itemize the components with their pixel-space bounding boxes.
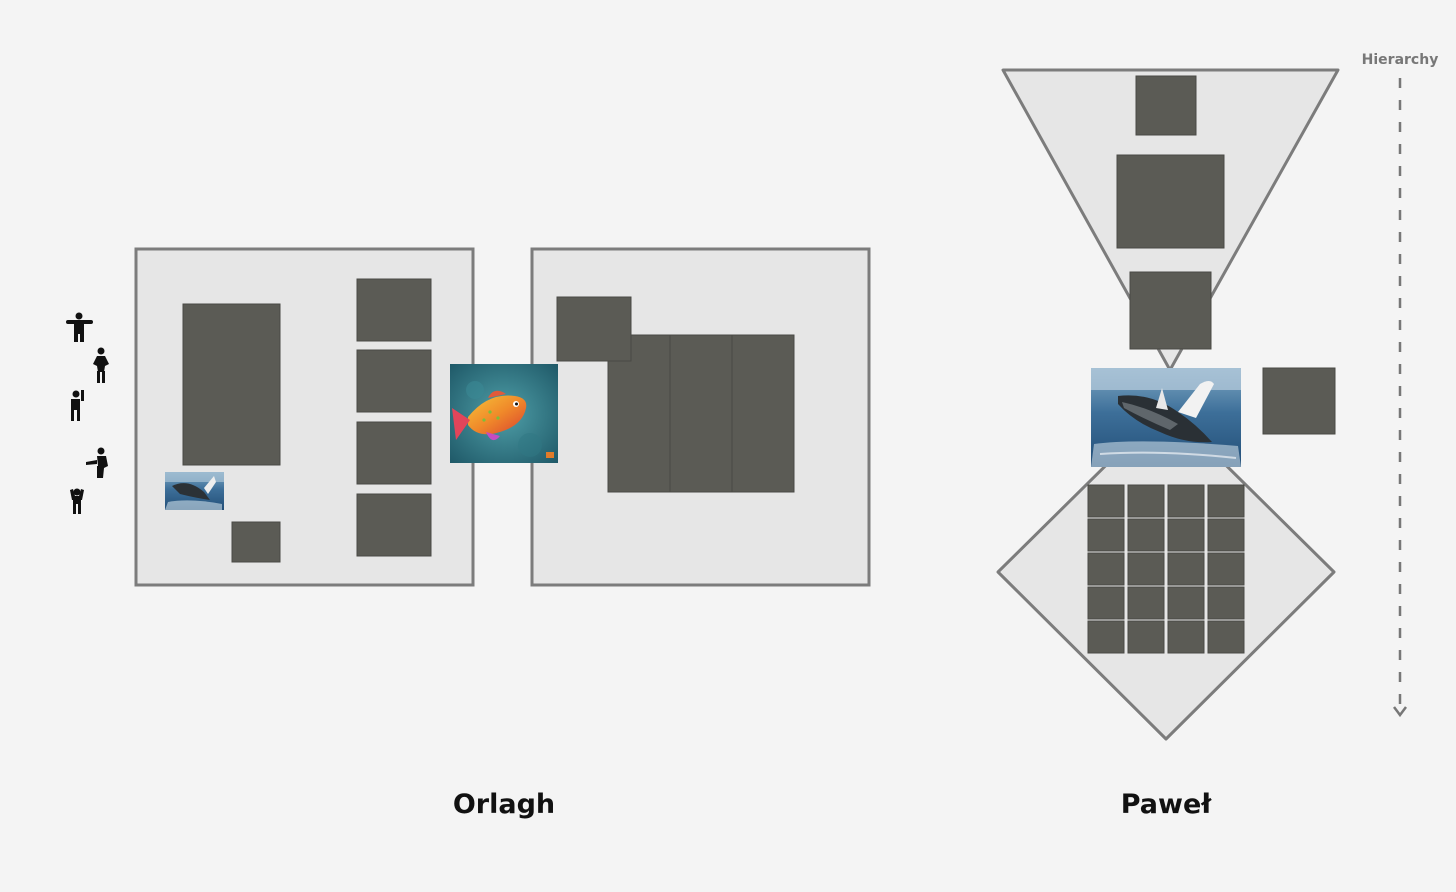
grid-thumbnail	[1127, 586, 1165, 620]
diamond-shape	[996, 404, 1336, 741]
grid-thumbnail	[1167, 484, 1205, 518]
funnel-block-middle	[1116, 154, 1225, 249]
side-block	[1262, 367, 1336, 435]
left-panel-column-block-2	[356, 349, 432, 413]
grid-thumbnail	[1207, 586, 1245, 620]
left-panel-small-block	[231, 521, 281, 563]
fish-painting	[450, 364, 558, 463]
grid-thumbnail	[1167, 586, 1205, 620]
middle-panel-tall-block-3	[731, 334, 795, 493]
middle-panel-tall-block-2	[669, 334, 733, 493]
funnel-block-top	[1135, 75, 1197, 136]
whale-photo-large	[1091, 368, 1241, 467]
left-panel-column-block-3	[356, 421, 432, 485]
grid-thumbnail	[1167, 620, 1205, 654]
grid-thumbnail	[1207, 552, 1245, 586]
person-waving-icon	[71, 390, 84, 421]
hierarchy-axis-label: Hierarchy	[1361, 52, 1439, 68]
grid-thumbnail	[1087, 586, 1125, 620]
person-arms-out-icon	[66, 312, 93, 342]
person-hands-on-hips-icon	[93, 347, 109, 383]
left-panel-column-block-1	[356, 278, 432, 342]
orlagh-layout	[66, 247, 871, 587]
grid-thumbnail	[1127, 518, 1165, 552]
grid-thumbnail	[1127, 484, 1165, 518]
left-panel-column-block-4	[356, 493, 432, 557]
grid-thumbnail	[1127, 620, 1165, 654]
grid-thumbnail	[1087, 552, 1125, 586]
pawel-layout	[996, 68, 1407, 741]
person-pointing-icon	[86, 447, 108, 478]
grid-thumbnail	[1167, 552, 1205, 586]
grid-thumbnail	[1207, 484, 1245, 518]
grid-thumbnail	[1087, 518, 1125, 552]
grid-thumbnail	[1207, 620, 1245, 654]
grid-thumbnail	[1167, 518, 1205, 552]
grid-thumbnail	[1207, 518, 1245, 552]
thumbnail-grid	[1087, 484, 1245, 654]
person-arms-up-icon	[70, 488, 84, 514]
grid-thumbnail	[1087, 620, 1125, 654]
grid-thumbnail	[1127, 552, 1165, 586]
left-panel-large-block	[182, 303, 281, 466]
funnel-block-bottom	[1129, 271, 1212, 350]
pawel-title: Paweł	[1120, 789, 1212, 820]
middle-panel-corner-block	[556, 296, 632, 362]
orlagh-title: Orlagh	[452, 789, 556, 820]
hierarchy-axis-arrowhead	[1393, 706, 1407, 718]
whale-photo-small	[165, 472, 224, 510]
grid-thumbnail	[1087, 484, 1125, 518]
